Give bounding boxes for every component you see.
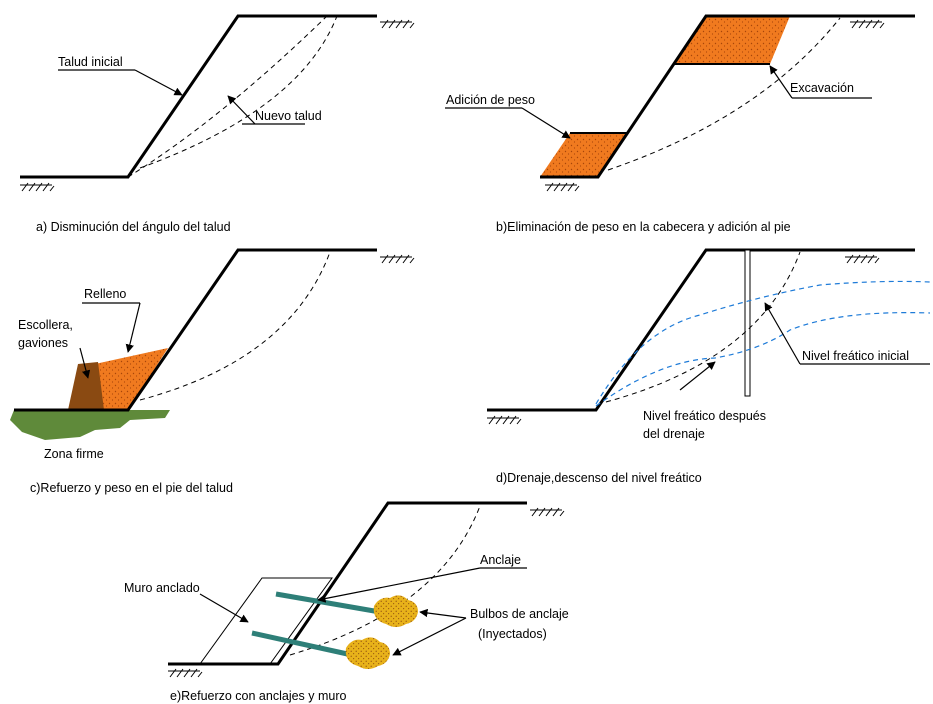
new-slope-line-a — [127, 15, 328, 178]
slope-profile-b — [540, 14, 915, 179]
ground-hatch-icon — [168, 668, 203, 678]
failure-surface-e — [289, 505, 481, 656]
label-nivel-freatico-inicial: Nivel freático inicial — [802, 349, 909, 363]
ground-hatch-icon — [487, 415, 522, 425]
initial-water-table — [595, 280, 931, 405]
label-relleno: Relleno — [84, 287, 126, 301]
label-zona-firme: Zona firme — [44, 447, 104, 461]
ground-hatch-icon — [530, 507, 565, 517]
caption-c: c)Refuerzo y peso en el pie del talud — [30, 481, 233, 495]
ground-hatch-icon — [20, 182, 55, 192]
anchor-bulb-lower — [345, 637, 390, 669]
drained-water-table — [595, 312, 931, 407]
label-inyectados: (Inyectados) — [478, 627, 547, 641]
failure-surface-c — [139, 251, 331, 401]
label-del-drenaje: del drenaje — [643, 427, 705, 441]
label-escollera: Escollera, — [18, 318, 73, 332]
label-nuevo-talud: Nuevo talud — [255, 109, 322, 123]
label-excavacion: Excavación — [790, 81, 854, 95]
anchor-bulb-upper — [373, 595, 418, 627]
ground-hatch-icon — [850, 19, 885, 29]
caption-a: a) Disminución del ángulo del talud — [36, 220, 231, 234]
firm-zone — [10, 410, 170, 440]
panel-c: Relleno Escollera, gaviones Zona firme c… — [10, 248, 415, 495]
slope-profile-e — [168, 501, 527, 666]
slope-profile-c — [14, 248, 377, 412]
panel-e: Anclaje Bulbos de anclaje (Inyectados) M… — [124, 501, 569, 703]
failure-surface-a — [139, 15, 338, 169]
anchored-wall — [199, 577, 333, 665]
ground-hatch-icon — [845, 254, 880, 264]
caption-e: e)Refuerzo con anclajes y muro — [170, 689, 347, 703]
panel-a: Talud inicial Nuevo talud a) Disminución… — [20, 14, 415, 234]
caption-b: b)Eliminación de peso en la cabecera y a… — [496, 220, 791, 234]
slope-profile-d — [487, 248, 915, 412]
slope-profile-a — [20, 14, 377, 179]
label-anclaje: Anclaje — [480, 553, 521, 567]
caption-d: d)Drenaje,descenso del nivel freático — [496, 471, 702, 485]
rockfill-gabions — [68, 362, 104, 410]
anchor-upper — [275, 591, 381, 615]
fill-zone — [95, 348, 168, 410]
drain-well — [744, 249, 751, 397]
label-talud-inicial: Talud inicial — [58, 55, 123, 69]
label-adicion-peso: Adición de peso — [446, 93, 535, 107]
ground-hatch-icon — [545, 182, 580, 192]
label-nivel-despues: Nivel freático después — [643, 409, 766, 423]
ground-hatch-icon — [380, 254, 415, 264]
failure-surface-d — [605, 251, 801, 403]
excavation-zone — [673, 16, 790, 64]
panel-b: Adición de peso Excavación b)Eliminación… — [445, 14, 915, 234]
label-muro-anclado: Muro anclado — [124, 581, 200, 595]
label-gaviones: gaviones — [18, 336, 68, 350]
anchor-lower — [251, 630, 353, 658]
ground-hatch-icon — [380, 19, 415, 29]
panel-d: Nivel freático inicial Nivel freático de… — [487, 248, 931, 485]
failure-surface-b — [607, 17, 841, 171]
label-bulbos: Bulbos de anclaje — [470, 607, 569, 621]
